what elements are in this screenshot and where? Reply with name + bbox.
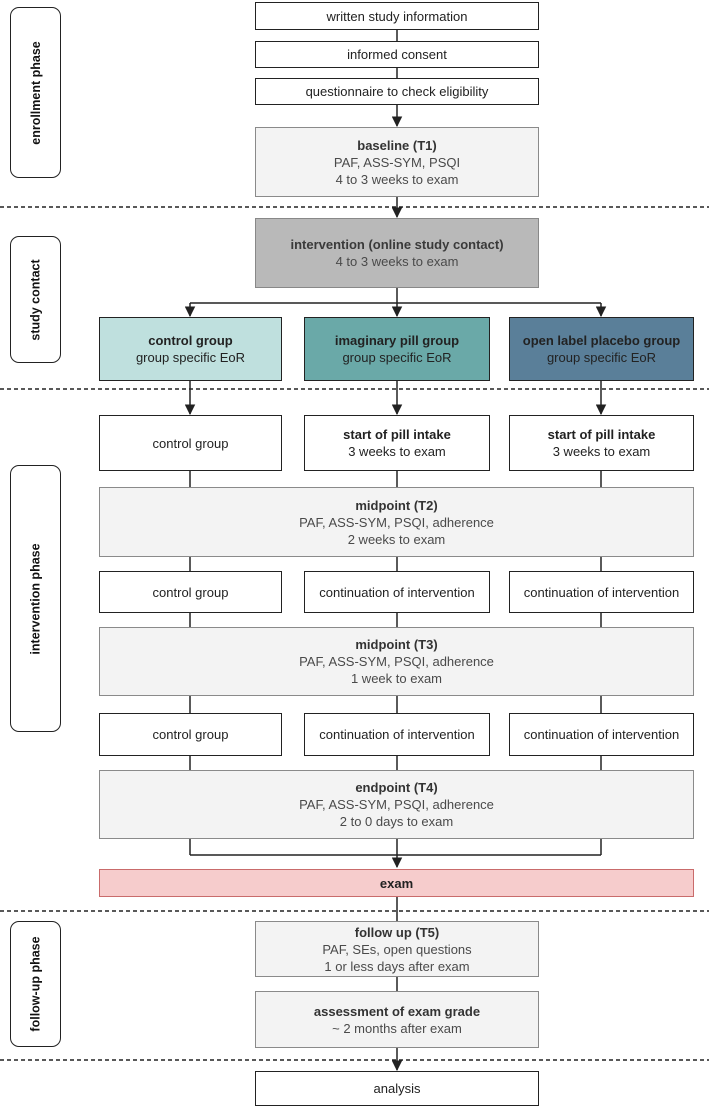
- analysis-box: analysis: [255, 1071, 539, 1106]
- intervention-contact-box: intervention (online study contact) 4 to…: [255, 218, 539, 288]
- endpoint-t4-box: endpoint (T4) PAF, ASS-SYM, PSQI, adhere…: [99, 770, 694, 839]
- intervention-contact-timing: 4 to 3 weeks to exam: [335, 254, 459, 269]
- midpoint-t2-box: midpoint (T2) PAF, ASS-SYM, PSQI, adhere…: [99, 487, 694, 557]
- imaginary-pill-start-timing: 3 weeks to exam: [348, 444, 446, 459]
- imaginary-pill-row3-text: continuation of intervention: [319, 727, 475, 742]
- baseline-box: baseline (T1) PAF, ASS-SYM, PSQI 4 to 3 …: [255, 127, 539, 197]
- exam-grade-box: assessment of exam grade ~ 2 months afte…: [255, 991, 539, 1048]
- exam-grade-title: assessment of exam grade: [313, 1003, 481, 1019]
- imaginary-pill-start-box: start of pill intake 3 weeks to exam: [304, 415, 490, 471]
- midpoint-t3-timing: 1 week to exam: [350, 671, 443, 686]
- study-contact-phase-label: study contact: [10, 236, 61, 363]
- midpoint-t3-box: midpoint (T3) PAF, ASS-SYM, PSQI, adhere…: [99, 627, 694, 696]
- exam-text: exam: [379, 875, 414, 891]
- open-label-placebo-group-title: open label placebo group: [522, 333, 681, 348]
- control-row3-box: control group: [99, 713, 282, 756]
- midpoint-t2-measures: PAF, ASS-SYM, PSQI, adherence: [299, 514, 494, 530]
- imaginary-pill-group-title: imaginary pill group: [334, 333, 460, 348]
- baseline-timing: 4 to 3 weeks to exam: [335, 171, 459, 187]
- endpoint-t4-timing: 2 to 0 days to exam: [339, 814, 454, 829]
- midpoint-t2-timing: 2 weeks to exam: [347, 531, 446, 547]
- consent-box: informed consent: [255, 41, 539, 68]
- control-start-box: control group: [99, 415, 282, 471]
- open-label-placebo-group-sub: group specific EoR: [546, 350, 657, 365]
- written-info-box: written study information: [255, 2, 539, 30]
- intervention-phase-text: intervention phase: [28, 542, 43, 655]
- placebo-row2-box: continuation of intervention: [509, 571, 694, 613]
- exam-box: exam: [99, 869, 694, 897]
- control-start-text: control group: [152, 435, 229, 451]
- imaginary-pill-row3-box: continuation of intervention: [304, 713, 490, 756]
- imaginary-pill-group-box: imaginary pill group group specific EoR: [304, 317, 490, 381]
- written-info-text: written study information: [326, 8, 468, 24]
- follow-up-phase-label: follow-up phase: [10, 921, 61, 1047]
- imaginary-pill-start-title: start of pill intake: [343, 427, 451, 442]
- intervention-contact-title: intervention (online study contact): [290, 237, 504, 252]
- placebo-start-title: start of pill intake: [547, 427, 656, 442]
- analysis-text: analysis: [373, 1081, 421, 1096]
- control-group-title: control group: [148, 333, 233, 348]
- midpoint-t3-title: midpoint (T3): [355, 637, 438, 652]
- consent-text: informed consent: [347, 47, 447, 62]
- endpoint-t4-title: endpoint (T4): [355, 780, 438, 795]
- placebo-row3-text: continuation of intervention: [523, 727, 680, 742]
- control-group-sub: group specific EoR: [135, 350, 246, 365]
- exam-grade-timing: ~ 2 months after exam: [332, 1020, 462, 1036]
- baseline-measures: PAF, ASS-SYM, PSQI: [333, 154, 461, 170]
- control-row2-text: control group: [152, 584, 229, 600]
- follow-up-t5-box: follow up (T5) PAF, SEs, open questions …: [255, 921, 539, 977]
- control-row2-box: control group: [99, 571, 282, 613]
- intervention-phase-label: intervention phase: [10, 465, 61, 732]
- baseline-title: baseline (T1): [357, 137, 437, 153]
- placebo-row3-box: continuation of intervention: [509, 713, 694, 756]
- control-group-box: control group group specific EoR: [99, 317, 282, 381]
- questionnaire-text: questionnaire to check eligibility: [305, 84, 489, 99]
- placebo-start-box: start of pill intake 3 weeks to exam: [509, 415, 694, 471]
- open-label-placebo-group-box: open label placebo group group specific …: [509, 317, 694, 381]
- enrollment-phase-text: enrollment phase: [28, 40, 43, 145]
- follow-up-t5-measures: PAF, SEs, open questions: [322, 941, 472, 957]
- imaginary-pill-row2-box: continuation of intervention: [304, 571, 490, 613]
- imaginary-pill-group-sub: group specific EoR: [342, 350, 452, 365]
- endpoint-t4-measures: PAF, ASS-SYM, PSQI, adherence: [299, 797, 494, 812]
- enrollment-phase-label: enrollment phase: [10, 7, 61, 178]
- study-contact-phase-text: study contact: [28, 258, 43, 341]
- follow-up-t5-timing: 1 or less days after exam: [324, 958, 470, 974]
- questionnaire-box: questionnaire to check eligibility: [255, 78, 539, 105]
- follow-up-phase-text: follow-up phase: [28, 936, 43, 1032]
- placebo-start-timing: 3 weeks to exam: [552, 444, 651, 459]
- midpoint-t3-measures: PAF, ASS-SYM, PSQI, adherence: [299, 654, 494, 669]
- midpoint-t2-title: midpoint (T2): [355, 497, 438, 513]
- placebo-row2-text: continuation of intervention: [523, 584, 680, 600]
- follow-up-t5-title: follow up (T5): [354, 924, 440, 940]
- control-row3-text: control group: [152, 727, 229, 742]
- imaginary-pill-row2-text: continuation of intervention: [319, 584, 475, 600]
